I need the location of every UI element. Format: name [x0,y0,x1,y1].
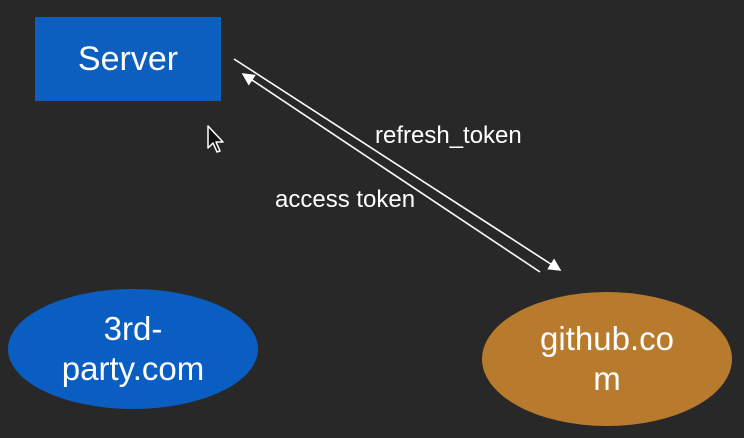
access-token-arrow [241,73,541,273]
refresh-token-arrow [233,58,562,271]
access-token-label: access token [275,186,416,213]
mouse-cursor-icon [206,124,228,159]
third-party-node: 3rd- party.com [8,289,258,409]
github-label: github.co m [540,320,674,397]
refresh-token-label: refresh_token [375,122,522,149]
server-node: Server [35,17,221,101]
server-label: Server [77,39,179,78]
github-node: github.co m [482,292,732,426]
third-party-label: 3rd- party.com [61,310,205,387]
